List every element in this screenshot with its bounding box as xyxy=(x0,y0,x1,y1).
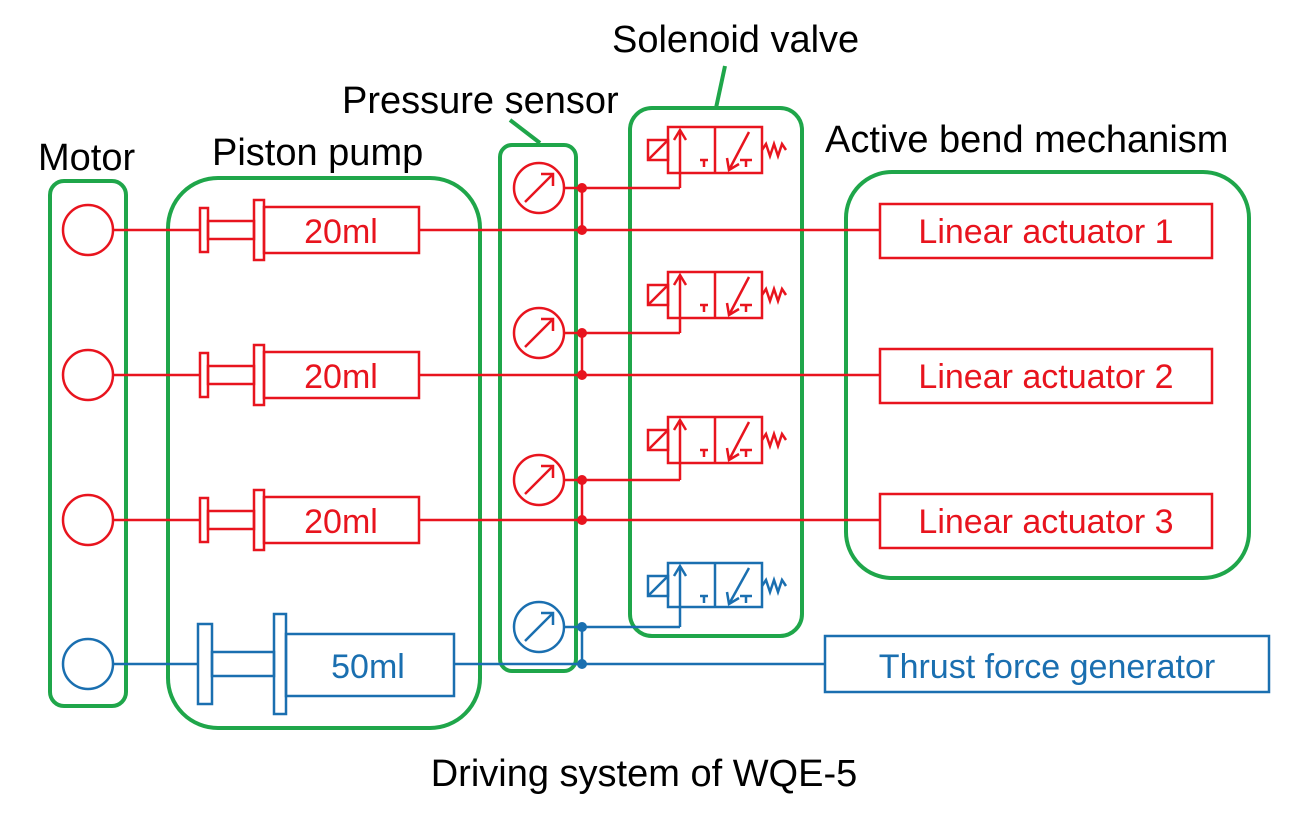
diagram-caption: Driving system of WQE-5 xyxy=(431,753,858,795)
junction-dot xyxy=(577,328,587,338)
actuator-label-1: Linear actuator 1 xyxy=(918,213,1173,251)
actuator-label-2: Linear actuator 2 xyxy=(918,358,1173,396)
channel-1 xyxy=(61,125,1214,262)
pump-volume-label-2: 20ml xyxy=(304,358,378,396)
solenoid-valve-group-box xyxy=(628,106,804,638)
actuator-box-1 xyxy=(878,202,1214,260)
pressure-sensor-leader xyxy=(508,118,542,145)
pump-volume-label-3: 20ml xyxy=(304,503,378,541)
group-label-active-bend: Active bend mechanism xyxy=(825,119,1228,161)
channel-3 xyxy=(61,415,1214,552)
solenoid-valve-leader xyxy=(714,65,727,109)
pressure-gauge-icon xyxy=(512,600,566,654)
pump-volume-label-4: 50ml xyxy=(331,648,405,686)
group-label-motor: Motor xyxy=(38,137,135,179)
motor-icon xyxy=(61,637,115,691)
junction-dot xyxy=(577,515,587,525)
solenoid-valve-icon xyxy=(646,125,788,175)
solenoid-valve-icon xyxy=(646,415,788,465)
group-label-solenoid-valve: Solenoid valve xyxy=(612,19,859,61)
motor-icon xyxy=(61,203,115,257)
pressure-gauge-icon xyxy=(512,453,566,507)
pressure-gauge-icon xyxy=(512,306,566,360)
solenoid-valve-icon xyxy=(646,561,788,609)
junction-dot xyxy=(577,370,587,380)
motor-icon xyxy=(61,493,115,547)
pressure-sensor-group-box xyxy=(498,143,578,673)
motor-icon xyxy=(61,348,115,402)
actuator-box-2 xyxy=(878,347,1214,405)
channel-thrust xyxy=(61,561,1271,716)
group-label-pressure-sensor: Pressure sensor xyxy=(342,80,619,122)
junction-dot xyxy=(577,659,587,669)
actuator-box-3 xyxy=(878,492,1214,550)
pressure-gauge-icon xyxy=(512,161,566,215)
group-label-piston-pump: Piston pump xyxy=(212,132,423,174)
pump-volume-label-1: 20ml xyxy=(304,213,378,251)
piston-pump-group-box xyxy=(166,176,482,730)
solenoid-valve-icon xyxy=(646,270,788,320)
actuator-label-3: Linear actuator 3 xyxy=(918,503,1173,541)
junction-dot xyxy=(577,622,587,632)
junction-dot xyxy=(577,183,587,193)
thrust-force-generator-label: Thrust force generator xyxy=(879,648,1215,686)
junction-dot xyxy=(577,475,587,485)
motor-group-box xyxy=(48,179,128,708)
junction-dot xyxy=(577,225,587,235)
syringe-pump-icon xyxy=(196,612,456,716)
thrust-force-generator-box xyxy=(823,634,1271,694)
